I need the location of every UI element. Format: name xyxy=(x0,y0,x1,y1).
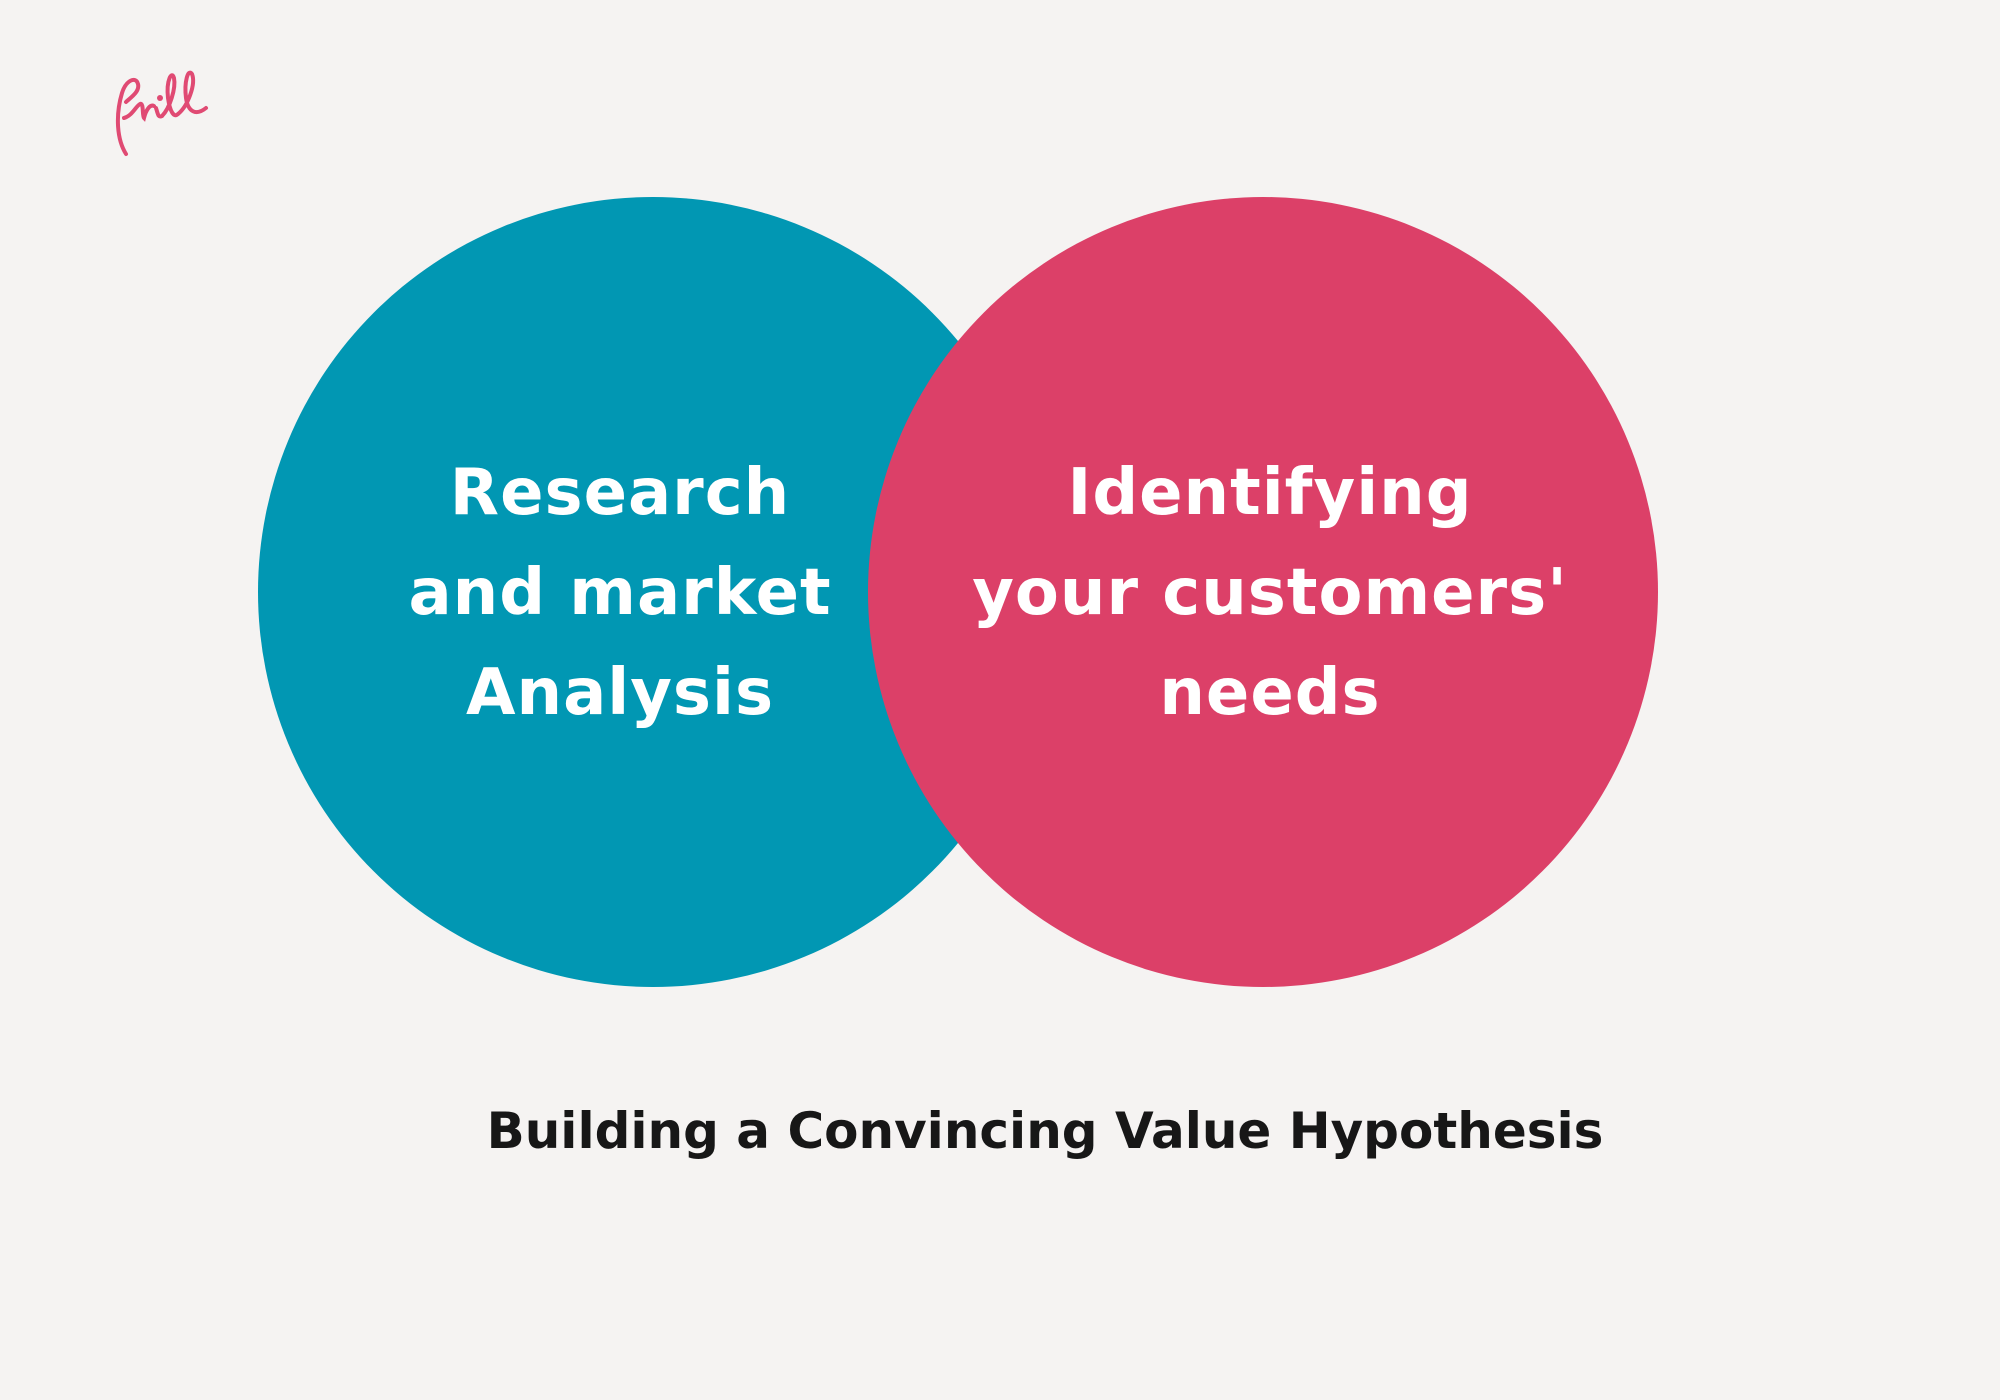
logo-l2-stroke xyxy=(176,70,208,116)
logo-f-stroke xyxy=(115,77,141,156)
logo-l1-stroke xyxy=(160,73,180,118)
logo-i-dot xyxy=(157,95,163,101)
right-circle-label: Identifying your customers' needs xyxy=(972,456,1568,730)
venn-circle-right xyxy=(868,197,1658,987)
diagram-caption: Building a Convincing Value Hypothesis xyxy=(486,1102,1604,1160)
logo-r-stroke xyxy=(122,101,156,122)
frill-logo xyxy=(108,58,218,168)
left-circle-label: Research and market Analysis xyxy=(408,456,832,730)
frill-logo-mark xyxy=(115,70,208,156)
